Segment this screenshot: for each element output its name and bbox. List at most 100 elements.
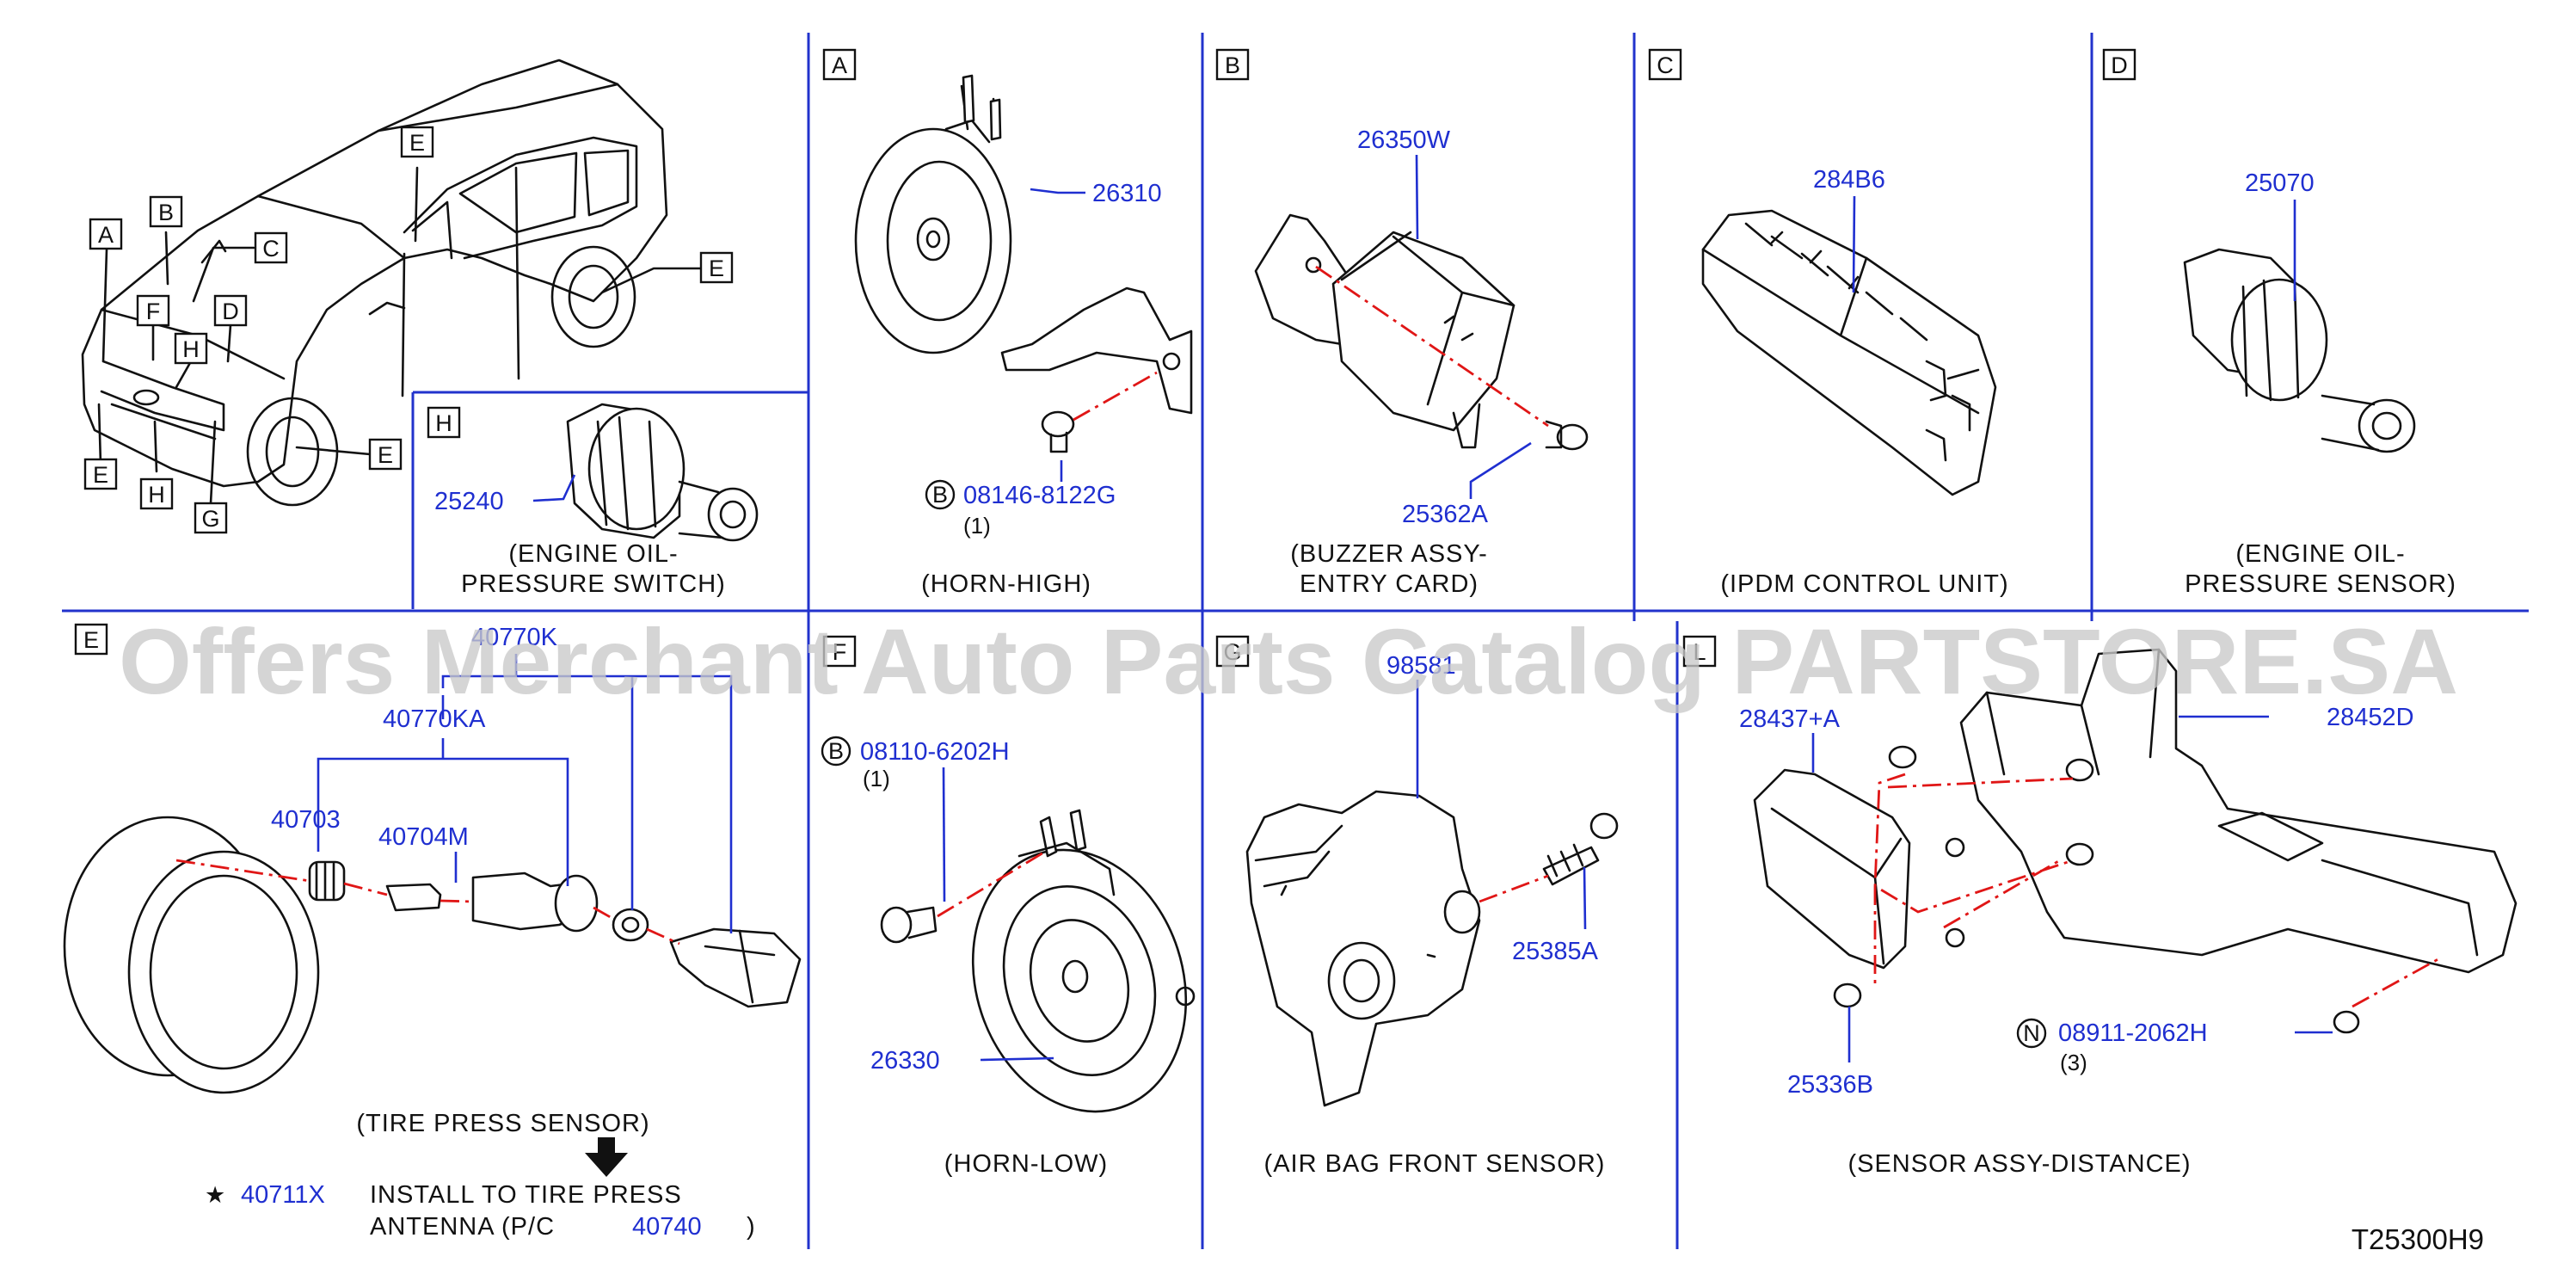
bolt-mark-f: B: [828, 738, 844, 764]
callout-e-front: E: [93, 462, 108, 488]
bolt-mark-circle-f: [821, 736, 851, 767]
section-h-oil-pressure-switch: H 25240 (ENGINE OIL- PRESSURE SWITCH): [427, 403, 759, 598]
callout-h-upper: H: [182, 336, 200, 362]
part-number-28437A[interactable]: 28437+A: [1739, 705, 1841, 733]
part-number-25336B[interactable]: 25336B: [1787, 1071, 1873, 1099]
caption-l: (SENSOR ASSY-DISTANCE): [1847, 1150, 2191, 1178]
section-f-horn-low: F B 08110-6202H (1) 26330 (HORN-LOW): [821, 635, 1196, 1178]
air-bag-sensor-illustration: [1245, 790, 1619, 1107]
note-close-paren: ): [747, 1213, 756, 1241]
part-number-40770KA[interactable]: 40770KA: [383, 705, 486, 733]
callout-box-a: [89, 218, 123, 250]
oil-pressure-sensor-illustration: [2183, 248, 2416, 453]
vehicle-callout-lines: [97, 166, 703, 505]
nut-mark-l: N: [2023, 1020, 2040, 1046]
vehicle-callout-boxes: A B C D F H E E E E H G: [83, 126, 734, 534]
note-star-icon: ★: [205, 1182, 225, 1208]
vehicle-overview: A B C D F H E E E E H G: [81, 59, 734, 534]
callout-b: B: [158, 200, 174, 225]
callout-box-d: [213, 294, 248, 327]
callout-e-top: E: [409, 130, 425, 156]
horn-high-illustration: [854, 74, 1193, 453]
section-l-sensor-assy-distance: L 28437+A 28452D 25336B N 08911-2062H (3…: [1682, 635, 2518, 1178]
section-grid: [62, 33, 2529, 1249]
callout-h-lower: H: [148, 482, 165, 508]
part-number-25240[interactable]: 25240: [434, 488, 504, 515]
part-number-08110-6202H[interactable]: 08110-6202H: [860, 738, 1010, 766]
qty-08911-2062H: (3): [2060, 1050, 2087, 1075]
section-label-h: H: [435, 410, 452, 436]
section-label-box-b: [1215, 48, 1250, 81]
bolt-mark-circle-a: [925, 479, 956, 510]
caption-b-line1: (BUZZER ASSY-: [1290, 540, 1487, 568]
part-number-28452D[interactable]: 28452D: [2327, 704, 2414, 731]
caption-e: (TIRE PRESS SENSOR): [356, 1110, 649, 1137]
callout-d: D: [222, 299, 239, 324]
part-number-25362A[interactable]: 25362A: [1402, 501, 1489, 528]
callout-box-h-upper: [174, 332, 208, 365]
part-number-98581[interactable]: 98581: [1386, 652, 1456, 680]
section-label-f: F: [833, 639, 847, 665]
caption-h-line2: PRESSURE SWITCH): [461, 570, 726, 598]
section-label-c: C: [1657, 52, 1674, 78]
caption-f: (HORN-LOW): [944, 1150, 1108, 1178]
bolt-mark-a: B: [932, 482, 948, 508]
qty-08146-8122G: (1): [963, 513, 991, 539]
callout-c: C: [262, 236, 280, 262]
part-number-25385A[interactable]: 25385A: [1512, 938, 1599, 965]
section-label-box-l: [1682, 635, 1717, 668]
callout-g: G: [201, 506, 219, 532]
part-number-08146-8122G[interactable]: 08146-8122G: [963, 482, 1116, 509]
caption-d-line2: PRESSURE SENSOR): [2185, 570, 2456, 598]
oil-pressure-switch-illustration: [566, 403, 759, 542]
buzzer-illustration: [1254, 213, 1589, 451]
part-number-40703[interactable]: 40703: [271, 806, 341, 834]
caption-g: (AIR BAG FRONT SENSOR): [1264, 1150, 1606, 1178]
section-a-horn-high: A 26310 B 08146-8122G (1) (HORN-HIGH): [822, 48, 1193, 598]
part-number-25070[interactable]: 25070: [2245, 169, 2315, 197]
part-number-40704M[interactable]: 40704M: [378, 823, 469, 851]
callout-f: F: [146, 299, 161, 324]
callout-box-b: [149, 195, 183, 228]
callout-e-rear: E: [709, 256, 724, 281]
tire-sensor-illustration: [63, 816, 802, 1094]
caption-a: (HORN-HIGH): [921, 570, 1091, 598]
callout-box-e-rear: [699, 251, 734, 284]
part-number-26310[interactable]: 26310: [1092, 180, 1162, 207]
note-line1: INSTALL TO TIRE PRESS: [370, 1181, 682, 1209]
part-number-40711X[interactable]: 40711X: [241, 1181, 325, 1209]
callout-box-h-lower: [139, 477, 174, 510]
section-label-l: L: [1693, 639, 1706, 665]
section-label-b: B: [1225, 52, 1240, 78]
part-number-284B6[interactable]: 284B6: [1813, 166, 1885, 194]
part-number-40770K[interactable]: 40770K: [471, 624, 558, 651]
section-g-air-bag-front-sensor: G 98581 25385A (AIR BAG FRONT SENSOR): [1215, 635, 1619, 1178]
caption-h-line1: (ENGINE OIL-: [508, 540, 678, 568]
horn-low-illustration: [880, 809, 1196, 1113]
caption-c: (IPDM CONTROL UNIT): [1720, 570, 2008, 598]
part-number-08911-2062H[interactable]: 08911-2062H: [2058, 1019, 2208, 1047]
section-label-box-a: [822, 48, 857, 81]
valve-cap-icon: [308, 860, 346, 902]
callout-box-e-front: [83, 458, 118, 490]
section-label-box-d: [2102, 48, 2136, 81]
part-number-26350W[interactable]: 26350W: [1357, 126, 1451, 154]
section-b-buzzer-entry-card: B 26350W 25362A (BUZZER ASSY- ENTRY CARD…: [1215, 48, 1589, 598]
callout-e-front-wheel: E: [378, 442, 393, 468]
callout-box-e-top: [400, 126, 434, 158]
part-number-26330[interactable]: 26330: [870, 1047, 940, 1075]
distance-sensor-illustration: [1753, 648, 2518, 1034]
callout-box-e-front-wheel: [368, 438, 403, 471]
nut-mark-circle-l: [2016, 1018, 2047, 1049]
callout-box-g: [194, 502, 228, 534]
section-e-tire-pressure-sensor: E 40770K 40770KA 40703 40704M (TIRE PRES…: [63, 623, 802, 1241]
ipdm-illustration: [1701, 209, 1997, 496]
section-label-box-e: [74, 623, 108, 656]
qty-08110-6202H: (1): [863, 766, 890, 791]
note-line2: ANTENNA (P/C: [370, 1213, 555, 1241]
part-number-40740[interactable]: 40740: [632, 1213, 702, 1241]
section-c-ipdm-control-unit: C 284B6 (IPDM CONTROL UNIT): [1648, 48, 2008, 598]
callout-box-f: [136, 294, 170, 327]
callout-box-c: [254, 231, 288, 264]
